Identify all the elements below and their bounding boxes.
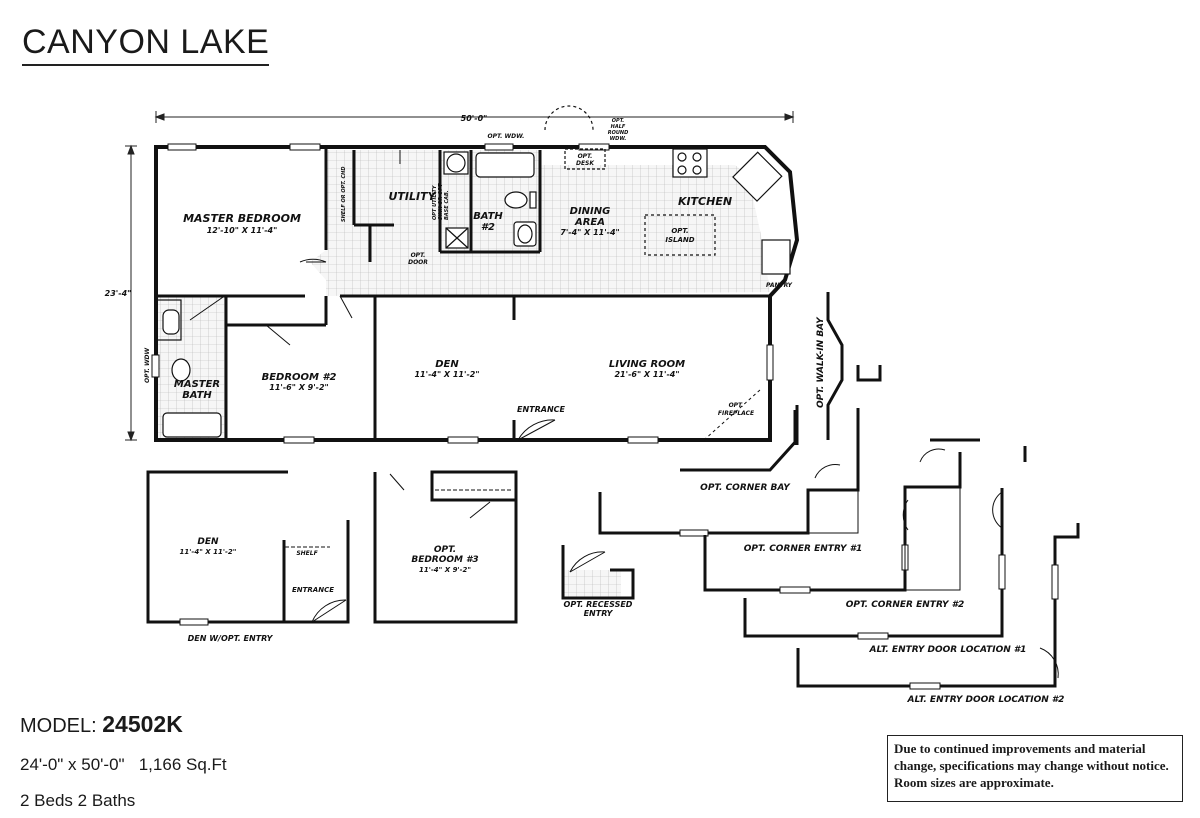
recessed-entry-label-line2: ENTRY bbox=[584, 609, 614, 618]
overall-depth-label: 23'-4" bbox=[105, 289, 132, 298]
opt-door-note: OPT. bbox=[411, 252, 426, 259]
master-bedroom-size: 12'-10" X 11'-4" bbox=[207, 226, 278, 235]
corner-entry1-walls bbox=[598, 408, 860, 537]
overall-width-label: 50'-0" bbox=[461, 114, 488, 123]
room-labels: MASTER BEDROOM 12'-10" X 11'-4" UTILITY … bbox=[174, 190, 793, 414]
den-option-caption: DEN W/OPT. ENTRY bbox=[188, 634, 274, 643]
opt-island-label-line2: ISLAND bbox=[665, 236, 694, 244]
corner-entry1-label: OPT. CORNER ENTRY #1 bbox=[744, 544, 862, 554]
alt-entry2-label: ALT. ENTRY DOOR LOCATION #2 bbox=[907, 695, 1065, 705]
plan-notes: OPT. WDW. OPT. DESK OPT. HALF ROUND WDW.… bbox=[144, 118, 826, 493]
opt-desk-note-line2: DESK bbox=[576, 160, 595, 167]
bedroom3-option-label: BEDROOM #3 bbox=[411, 555, 478, 565]
bath2-label: BATH bbox=[473, 211, 503, 222]
door-swings bbox=[189, 150, 761, 441]
bedroom3-option-opt: OPT. bbox=[434, 545, 456, 555]
dining-size: 7'-4" X 11'-4" bbox=[560, 228, 619, 237]
half-round-note-line4: WDW. bbox=[610, 136, 627, 142]
opt-utility-note-line2: SINK OR OPT bbox=[438, 183, 444, 220]
page-title: CANYON LAKE bbox=[22, 22, 270, 66]
pantry-label: PANTRY bbox=[766, 282, 793, 289]
den-size: 11'-4" X 11'-2" bbox=[414, 370, 479, 379]
den-option-label: DEN bbox=[197, 537, 219, 547]
opt-door-note-line2: DOOR bbox=[408, 259, 428, 266]
opt-side-window-note: OPT. WDW bbox=[144, 347, 151, 383]
dining-label: DINING bbox=[570, 206, 611, 217]
alt-entry1-walls bbox=[743, 446, 1027, 640]
dining-label-line2: AREA bbox=[574, 217, 605, 228]
opt-island-label: OPT. bbox=[671, 227, 688, 235]
opt-walk-in-bay-note: OPT. WALK-IN BAY bbox=[816, 316, 826, 408]
model-line: MODEL: 24502K bbox=[20, 711, 183, 738]
disclaimer-box: Due to continued improvements and materi… bbox=[887, 735, 1183, 802]
beds-baths: 2 Beds 2 Baths bbox=[20, 791, 136, 810]
half-round-note: OPT. bbox=[612, 118, 624, 124]
alt-entry1-label: ALT. ENTRY DOOR LOCATION #1 bbox=[869, 645, 1027, 655]
recessed-entry-walls bbox=[561, 545, 635, 600]
interior-walls bbox=[156, 147, 770, 440]
corner-entry2-walls bbox=[703, 438, 980, 594]
half-round-note-line2: HALF bbox=[611, 124, 626, 130]
den-option-size: 11'-4" X 11'-2" bbox=[180, 548, 237, 556]
home-dimensions: 24'-0" x 50'-0" 1,166 Sq.Ft bbox=[20, 755, 227, 774]
utility-label: UTILITY bbox=[388, 190, 436, 203]
opt-utility-note-line3: BASE CAB. bbox=[444, 190, 450, 220]
living-room-size: 21'-6" X 11'-4" bbox=[614, 370, 679, 379]
shelf-note: SHELF OR OPT. CHD bbox=[341, 166, 347, 222]
opt-utility-note: OPT UTILITY bbox=[432, 184, 438, 220]
master-bath-label-line2: BATH bbox=[182, 390, 212, 401]
recessed-entry-label: OPT. RECESSED bbox=[564, 600, 633, 609]
alt-entry2-walls bbox=[796, 523, 1080, 690]
fixtures bbox=[156, 105, 791, 438]
den-option-walls bbox=[146, 470, 350, 626]
opt-desk-note: OPT. bbox=[578, 153, 593, 160]
kitchen-label: KITCHEN bbox=[678, 195, 732, 208]
den-option-shelf: SHELF bbox=[296, 550, 318, 557]
model-label: MODEL: bbox=[20, 715, 97, 737]
bedroom3-option-size: 11'-4" X 9'-2" bbox=[419, 566, 471, 574]
opt-window-note: OPT. WDW. bbox=[488, 133, 525, 140]
den-option-entrance: ENTRANCE bbox=[292, 586, 334, 594]
entrance-label: ENTRANCE bbox=[517, 405, 566, 414]
opt-corner-bay-note: OPT. CORNER BAY bbox=[700, 483, 791, 493]
opt-fireplace-note-line2: FIREPLACE bbox=[718, 410, 755, 417]
model-number: 24502K bbox=[102, 711, 183, 737]
dimension-lines bbox=[125, 111, 795, 442]
master-bedroom-label: MASTER BEDROOM bbox=[183, 212, 301, 225]
bath2-number: #2 bbox=[481, 222, 495, 233]
den-label: DEN bbox=[435, 359, 459, 370]
corner-entry2-label: OPT. CORNER ENTRY #2 bbox=[846, 600, 964, 610]
living-room-label: LIVING ROOM bbox=[609, 359, 685, 370]
bedroom2-label: BEDROOM #2 bbox=[262, 372, 337, 383]
bedroom2-size: 11'-6" X 9'-2" bbox=[269, 383, 328, 392]
opt-fireplace-note: OPT. bbox=[729, 402, 744, 409]
windows bbox=[151, 143, 774, 444]
bedroom3-option-walls bbox=[373, 470, 518, 624]
half-round-note-line3: ROUND bbox=[608, 130, 629, 136]
option-bay-walls bbox=[680, 292, 882, 472]
master-bath-label: MASTER bbox=[174, 379, 220, 390]
